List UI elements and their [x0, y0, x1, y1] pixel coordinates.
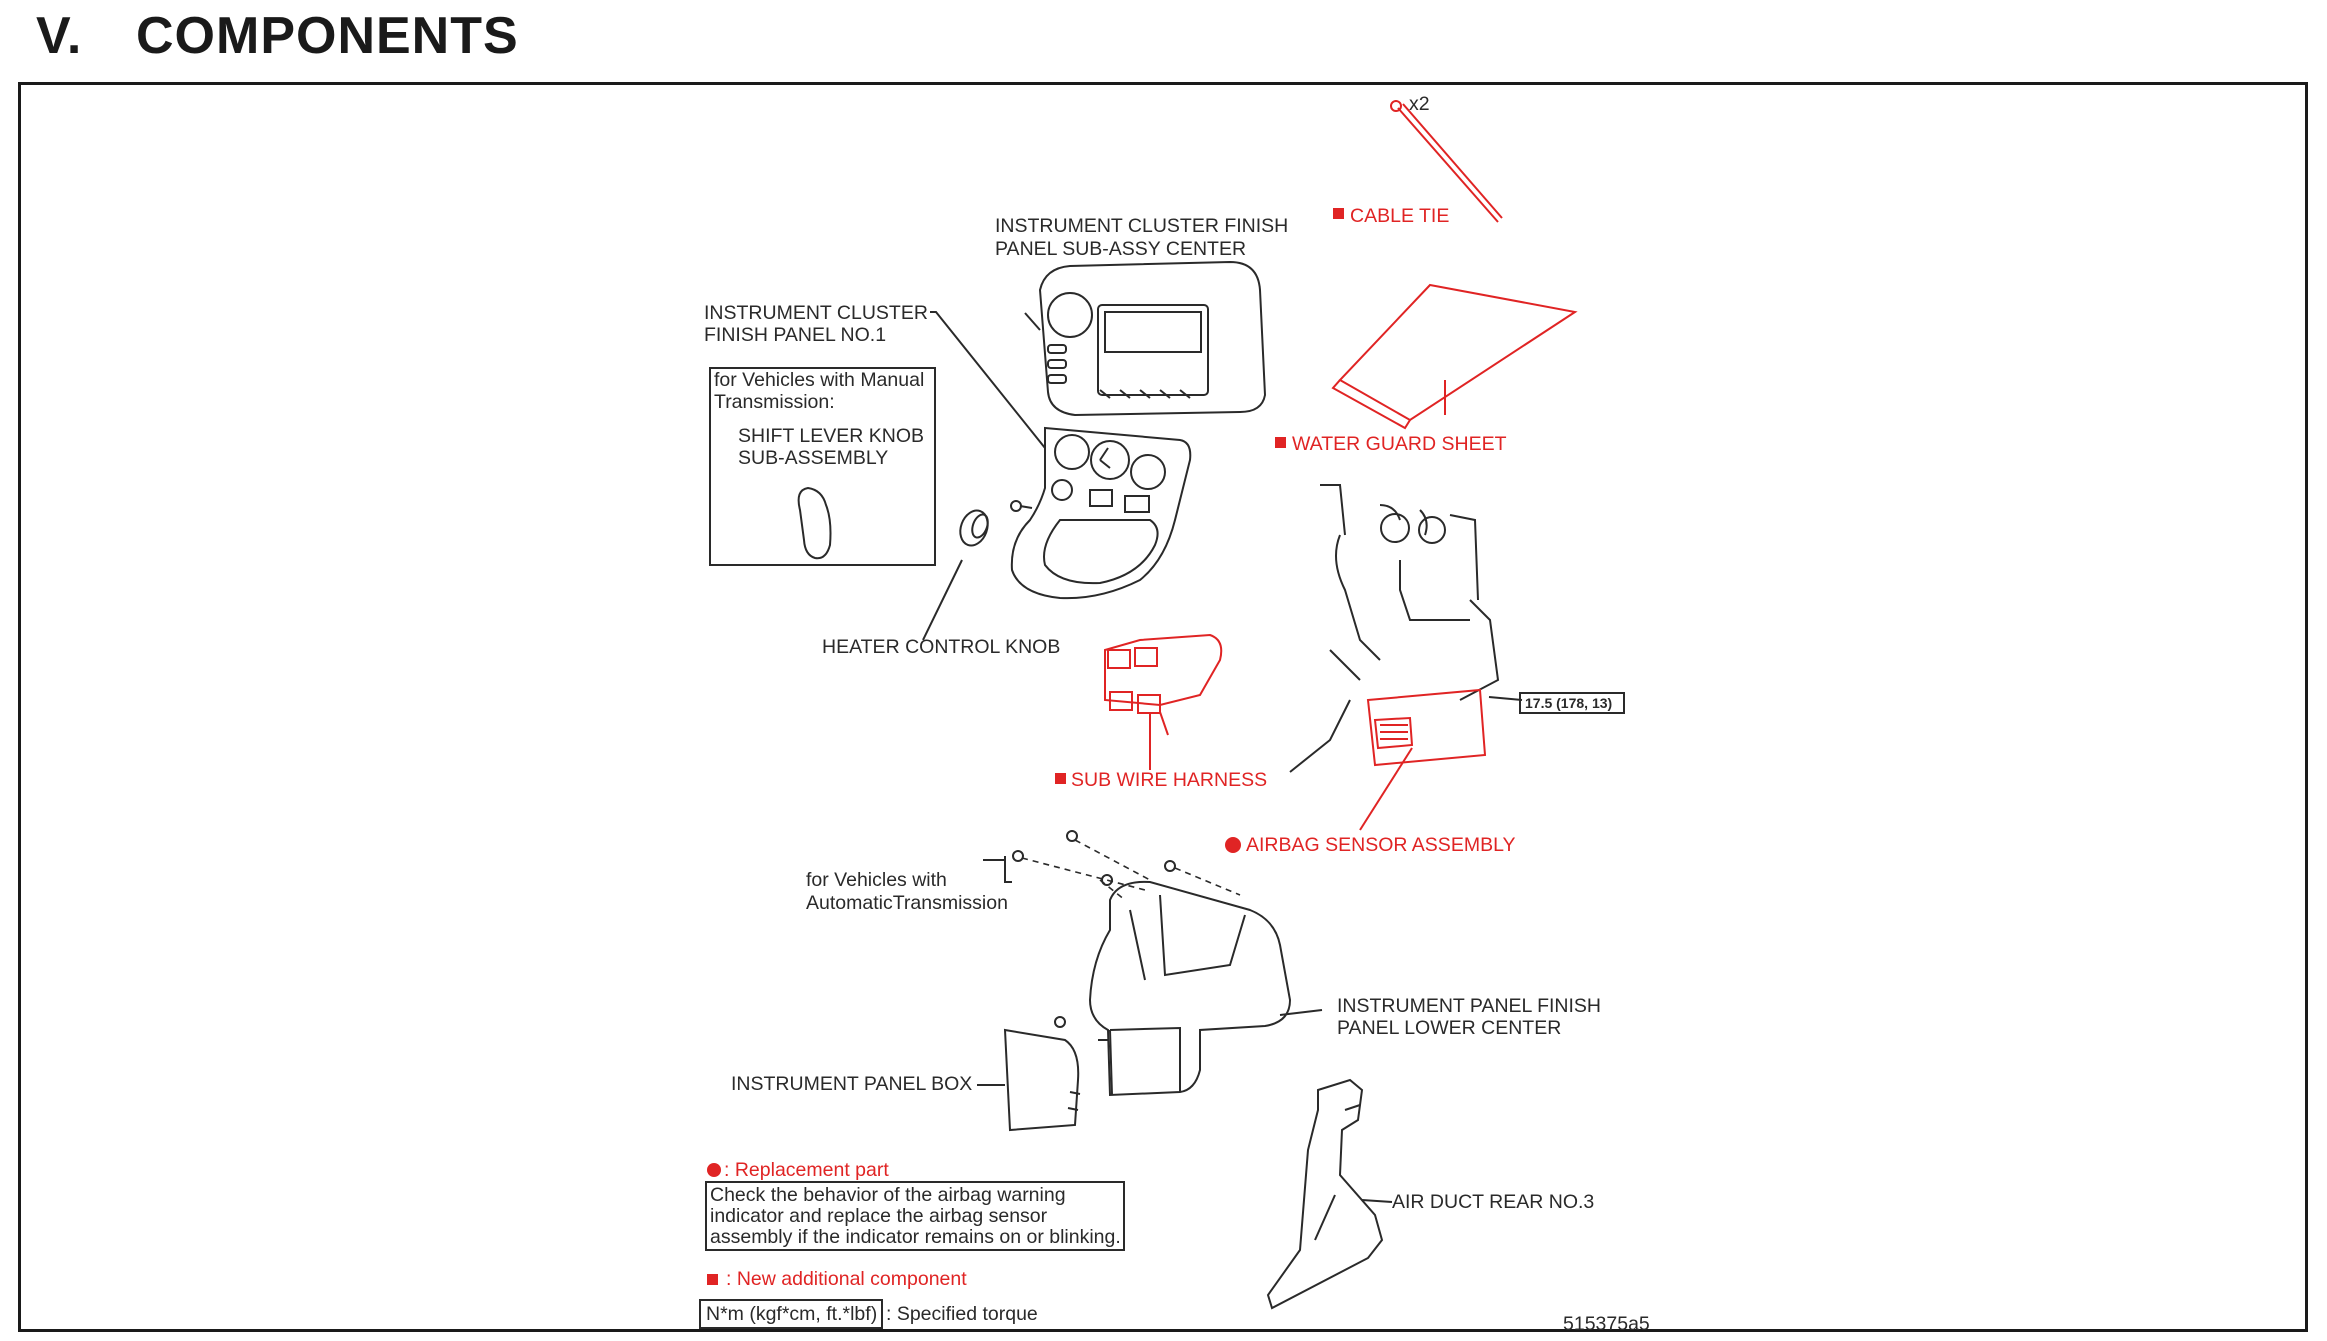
legend-check-note-3: assembly if the indicator remains on or …	[710, 1226, 1121, 1248]
screw-icon	[1010, 500, 1033, 512]
air-duct-drawing	[1266, 1078, 1384, 1310]
torque-legend-box	[699, 1299, 883, 1329]
new-component-square-icon	[1055, 773, 1066, 784]
label-panel-box: INSTRUMENT PANEL BOX	[731, 1073, 972, 1095]
label-shift-knob-1: SHIFT LEVER KNOB	[738, 425, 924, 447]
torque-box	[1519, 692, 1625, 714]
figure-code: 515375a5	[1563, 1313, 1650, 1335]
label-auto-note-2: AutomaticTransmission	[806, 892, 1008, 914]
water-guard-sheet-drawing	[1331, 283, 1578, 430]
cable-tie-drawing	[1390, 100, 1503, 223]
air-duct-leader	[1361, 1199, 1393, 1203]
section-heading: V. COMPONENTS	[36, 6, 519, 66]
label-cluster-center-2: PANEL SUB-ASSY CENTER	[995, 238, 1246, 260]
legend-replacement: : Replacement part	[724, 1159, 889, 1181]
manual-note-box	[709, 367, 936, 566]
sub-wire-leader	[1289, 699, 1351, 773]
torque-leader	[1488, 696, 1523, 701]
new-component-square-icon	[1275, 437, 1286, 448]
label-air-duct: AIR DUCT REAR NO.3	[1392, 1191, 1594, 1213]
legend-check-note-2: indicator and replace the airbag sensor	[710, 1205, 1048, 1227]
sub-wire-harness-drawing	[1104, 633, 1223, 736]
label-water-guard: WATER GUARD SHEET	[1292, 433, 1507, 455]
section-title: COMPONENTS	[136, 7, 519, 65]
label-cable-tie: CABLE TIE	[1350, 205, 1449, 227]
console-area-drawing	[1320, 484, 1500, 701]
label-airbag-sensor: AIRBAG SENSOR ASSEMBLY	[1246, 834, 1515, 856]
airbag-sensor-drawing	[1366, 688, 1487, 767]
label-panel-lower-2: PANEL LOWER CENTER	[1337, 1017, 1561, 1039]
label-shift-knob-2: SUB-ASSEMBLY	[738, 447, 888, 469]
airbag-red-leader	[1359, 747, 1413, 831]
new-component-square-icon	[707, 1274, 718, 1285]
diagram-frame	[18, 82, 2308, 1332]
label-heater-knob: HEATER CONTROL KNOB	[822, 636, 1060, 658]
label-manual-note-1: for Vehicles with Manual	[714, 369, 924, 391]
label-sub-wire: SUB WIRE HARNESS	[1071, 769, 1267, 791]
label-cluster-no1-1: INSTRUMENT CLUSTER	[704, 302, 928, 324]
label-auto-note-1: for Vehicles with	[806, 869, 947, 891]
legend-torque-desc: : Specified torque	[886, 1303, 1038, 1325]
label-cluster-center-1: INSTRUMENT CLUSTER FINISH	[995, 215, 1288, 237]
replacement-dot-icon	[707, 1163, 721, 1177]
shift-knob-drawing	[797, 486, 832, 560]
label-panel-lower-1: INSTRUMENT PANEL FINISH	[1337, 995, 1601, 1017]
legend-new-component: : New additional component	[726, 1268, 967, 1290]
legend-torque-unit: N*m (kgf*cm, ft.*lbf)	[706, 1303, 877, 1325]
label-torque: 17.5 (178, 13)	[1525, 695, 1612, 711]
panel-box-drawing	[1003, 1016, 1081, 1132]
cluster-no1-panel-drawing	[1010, 426, 1192, 600]
heater-control-knob-drawing	[959, 509, 989, 547]
cluster-center-panel-drawing	[1038, 260, 1267, 417]
label-cluster-no1-2: FINISH PANEL NO.1	[704, 324, 886, 346]
panel-lower-leader	[1279, 1009, 1323, 1016]
legend-check-note-1: Check the behavior of the airbag warning	[710, 1184, 1066, 1206]
section-number: V.	[36, 7, 83, 65]
check-note-box	[705, 1181, 1125, 1251]
new-component-square-icon	[1333, 208, 1344, 219]
replacement-dot-icon	[1225, 837, 1241, 853]
label-cable-tie-qty: x2	[1409, 93, 1430, 115]
lower-panel-drawing	[1088, 880, 1292, 1097]
label-manual-note-2: Transmission:	[714, 391, 835, 413]
